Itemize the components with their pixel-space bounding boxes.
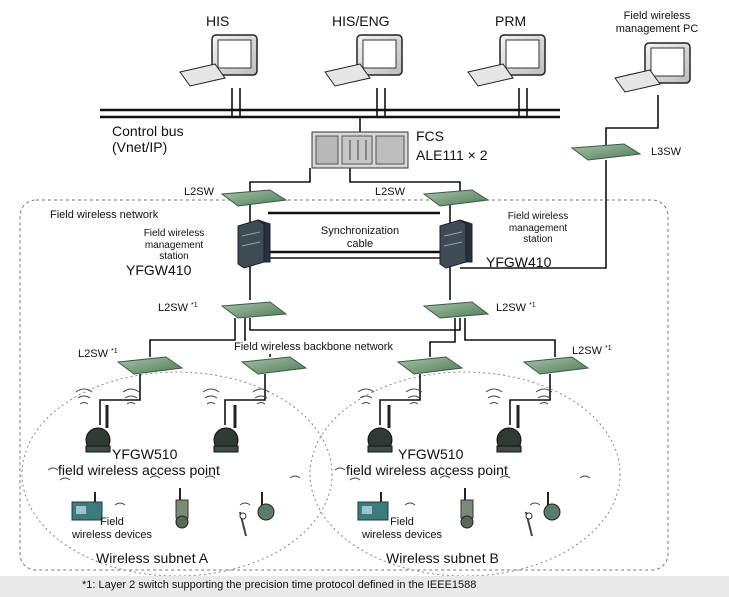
yfgw410-right-station-icon <box>439 219 473 269</box>
backbone-switch-3-icon <box>396 356 464 375</box>
wireless-device-b1-icon <box>357 492 389 521</box>
wireless-device-a1-icon <box>71 492 103 521</box>
wireless-device-b2-icon <box>460 488 474 529</box>
backbone-switch-1-icon <box>116 356 184 375</box>
his-computer-icon <box>179 34 258 87</box>
his-eng-computer-icon <box>324 34 403 87</box>
sync-cable-label: Synchronization cable <box>320 225 400 250</box>
yfgw510-access-point-1-icon <box>85 405 111 453</box>
l2sw-ptp-right-switch-icon <box>422 301 490 319</box>
his-eng-label: HIS/ENG <box>332 13 390 29</box>
network-links <box>99 88 659 425</box>
footnote-bar: *1: Layer 2 switch supporting the precis… <box>0 576 729 597</box>
backbone-l2sw-right-label: L2SW *1 <box>572 345 612 357</box>
l2sw-ptp-left-label: L2SW *1 <box>158 302 198 314</box>
access-point-a-model: YFGW510 <box>112 446 178 462</box>
yfgw510-access-point-3-icon <box>367 405 393 453</box>
his-label: HIS <box>206 13 230 29</box>
yfgw510-access-point-4-icon <box>496 405 522 453</box>
subnet-b-label: Wireless subnet B <box>386 550 499 566</box>
field-wireless-network-label: Field wireless network <box>50 209 159 221</box>
l2sw-ptp-right-label: L2SW *1 <box>496 302 536 314</box>
access-point-a-desc: field wireless access point <box>58 462 220 478</box>
backbone-switch-4-icon <box>522 356 590 375</box>
wireless-subnet-b-circle <box>309 371 621 577</box>
right-station-model: YFGW410 <box>486 254 552 270</box>
wireless-subnet-a-circle <box>21 371 333 577</box>
l2sw-left-switch-icon <box>220 189 288 207</box>
l2sw-right-switch-icon <box>422 189 490 207</box>
control-bus <box>100 108 560 119</box>
footnote-text: *1: Layer 2 switch supporting the precis… <box>82 579 477 591</box>
wireless-device-a3-icon <box>239 492 275 537</box>
l2sw-right-label: L2SW <box>375 186 405 198</box>
prm-computer-icon <box>467 34 546 87</box>
field-wireless-management-pc-icon <box>614 42 691 93</box>
control-bus-label: Control bus (Vnet/IP) <box>112 123 184 156</box>
field-wireless-network-boundary <box>19 199 669 571</box>
fcs-icon <box>311 131 409 169</box>
yfgw410-left-station-icon <box>237 219 271 269</box>
wireless-device-a2-icon <box>175 488 189 529</box>
access-point-b-desc: field wireless access point <box>346 462 508 478</box>
backbone-switch-2-icon <box>240 356 308 375</box>
backbone-l2sw-left-label: L2SW *1 <box>78 348 118 360</box>
prm-label: PRM <box>495 13 527 29</box>
l3sw-label: L3SW <box>651 146 681 158</box>
radio-wave-marks <box>47 388 591 506</box>
l2sw-ptp-left-switch-icon <box>220 301 288 319</box>
left-station-desc: Field wireless management station <box>143 228 205 262</box>
right-station-desc: Field wireless management station <box>507 211 569 245</box>
left-station-model: YFGW410 <box>126 262 192 278</box>
devices-b-label: Field wireless devices <box>361 516 443 541</box>
fcs-label: FCS ALE111 × 2 <box>416 128 488 164</box>
yfgw510-access-point-2-icon <box>213 405 239 453</box>
l3sw-switch-icon <box>570 143 642 161</box>
access-point-b-model: YFGW510 <box>398 446 464 462</box>
backbone-network-label: Field wireless backbone network <box>232 341 395 354</box>
l2sw-left-label: L2SW <box>184 186 214 198</box>
wireless-device-b3-icon <box>525 492 561 537</box>
management-pc-label: Field wireless management PC <box>615 10 699 35</box>
subnet-a-label: Wireless subnet A <box>96 550 209 566</box>
devices-a-label: Field wireless devices <box>71 516 153 541</box>
